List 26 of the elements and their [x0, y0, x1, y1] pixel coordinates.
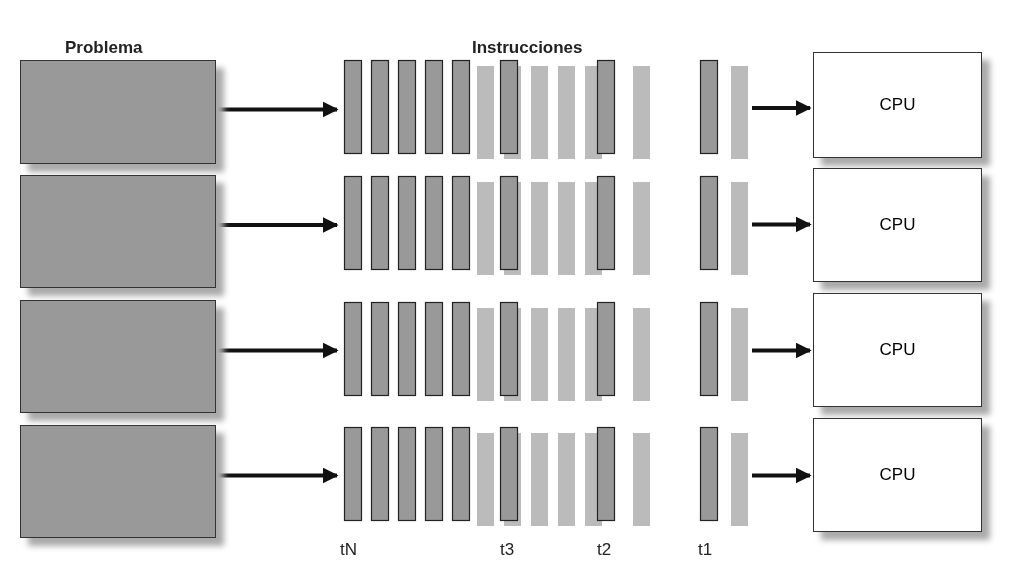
arrow: [218, 101, 339, 118]
arrow: [752, 342, 812, 359]
time-label: t3: [500, 540, 515, 560]
cpu-label: CPU: [879, 95, 916, 115]
arrow: [218, 467, 339, 484]
problem-block: [20, 300, 216, 413]
cpu-box: [813, 168, 982, 282]
problem-block: [20, 175, 216, 288]
arrow: [218, 217, 339, 233]
cpu-label: CPU: [879, 215, 916, 235]
cpu-box: [813, 52, 982, 158]
time-label: tN: [340, 540, 357, 560]
arrow: [752, 216, 812, 233]
column-heading: Problema: [65, 38, 143, 58]
problem-block: [20, 60, 216, 164]
time-label: t1: [698, 540, 713, 560]
arrow: [752, 100, 812, 116]
cpu-label: CPU: [879, 340, 916, 360]
cpu-box: [813, 293, 982, 407]
problem-block: [20, 425, 216, 538]
time-label: t2: [597, 540, 612, 560]
cpu-box: [813, 418, 982, 532]
arrow: [218, 342, 339, 359]
cpu-label: CPU: [879, 465, 916, 485]
arrow: [752, 467, 812, 484]
column-heading: Instrucciones: [472, 38, 583, 58]
